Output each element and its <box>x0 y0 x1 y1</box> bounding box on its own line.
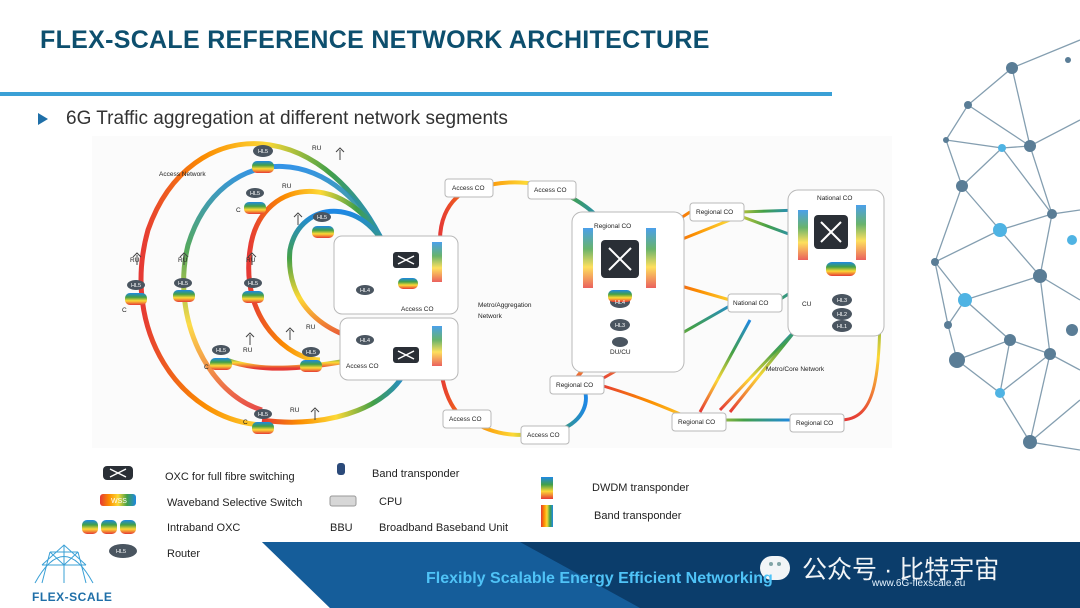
access-co-label-6: Access CO <box>346 363 379 370</box>
legend-oxc-icon <box>103 466 133 480</box>
legend-intraband-icon <box>82 520 136 534</box>
legend-cpu-icon <box>329 495 357 507</box>
legend-band-transponder-icon-2 <box>541 505 553 527</box>
ru-label-2: RU <box>282 183 292 190</box>
regional-co-node-2 <box>549 375 605 395</box>
regional-co-node-3 <box>671 412 727 432</box>
metro-network-label-2: Network <box>478 313 503 320</box>
access-co-label-4: Access CO <box>527 432 560 439</box>
hl1-label: HL1 <box>837 324 847 330</box>
hl5-label-6: HL5 <box>248 281 258 287</box>
access-co-label-5: Access CO <box>401 306 434 313</box>
access-co-label-2: Access CO <box>534 187 567 194</box>
legend-bbu-text: Broadband Baseband Unit <box>379 522 509 534</box>
legend-wss-text: Waveband Selective Switch <box>167 497 303 509</box>
legend-oxc-text: OXC for full fibre switching <box>165 471 295 483</box>
hl5-label-9: HL5 <box>258 412 268 418</box>
c-label-3: C <box>204 364 209 371</box>
national-co-label-main: National CO <box>817 195 852 202</box>
regional-co-node-4 <box>789 413 845 433</box>
ru-label-1: RU <box>312 145 322 152</box>
ru-label-4: RU <box>178 257 188 264</box>
title-divider <box>0 92 832 96</box>
legend-router-text: Router <box>167 548 201 560</box>
legend-bbu-abbr: BBU <box>330 522 353 534</box>
footer-url: www.6G-flexscale.eu <box>872 578 966 589</box>
legend-band-transponder-icon <box>337 463 345 475</box>
hl5-label-5: HL5 <box>178 281 188 287</box>
antenna-icons <box>132 147 345 420</box>
regional-co-label-main: Regional CO <box>594 223 631 230</box>
oxc-switches <box>393 215 848 363</box>
legend-band-transponder-text-2: Band transponder <box>594 510 682 522</box>
legend-dwdm-text: DWDM transponder <box>592 482 690 494</box>
c-label-4: C <box>243 419 248 426</box>
hl5-label-8: HL5 <box>306 350 316 356</box>
access-co-node-2 <box>527 180 577 200</box>
bullet-text: 6G Traffic aggregation at different netw… <box>66 108 508 129</box>
legend-intraband-text: Intraband OXC <box>167 522 241 534</box>
flex-scale-logo-icon <box>34 544 94 584</box>
access-co-label-3: Access CO <box>449 416 482 423</box>
hl3-label-2: HL3 <box>615 323 625 329</box>
access-co-node-1 <box>444 178 494 198</box>
intraband-oxcs <box>125 161 856 434</box>
legend-band-transponder-text: Band transponder <box>372 468 460 480</box>
access-network-label: Access Network <box>159 171 206 178</box>
ru-label-3: RU <box>130 257 140 264</box>
footer-tagline: Flexibly Scalable Energy Efficient Netwo… <box>426 570 773 587</box>
hl3-label-3: HL3 <box>837 298 847 304</box>
globe-nodes <box>931 57 1078 449</box>
footer-band <box>262 542 1080 608</box>
transponders <box>432 205 866 366</box>
access-co-label-1: Access CO <box>452 185 485 192</box>
regional-co-label-2: Regional CO <box>556 382 593 389</box>
watermark-text: 公众号 · 比特宇宙 <box>802 556 1000 584</box>
hl5-label-4: HL5 <box>131 283 141 289</box>
regional-co-label-1: Regional CO <box>696 209 733 216</box>
ru-label-5: RU <box>246 257 256 264</box>
hl5-label-2: HL5 <box>250 191 260 197</box>
legend-cpu-text: CPU <box>379 496 403 508</box>
du-cu-label: DU/CU <box>610 349 631 356</box>
legend-router-icon-label: HL5 <box>116 549 126 555</box>
hl4-label-2: HL4 <box>360 338 370 344</box>
cu-label: CU <box>802 301 812 308</box>
metro-network-label-1: Metro/Aggregation <box>478 302 532 309</box>
hl5-label-1: HL5 <box>258 149 268 155</box>
c-label-2: C <box>122 307 127 314</box>
bullet-point: 6G Traffic aggregation at different netw… <box>38 108 508 130</box>
hl2-label: HL2 <box>837 312 847 318</box>
regional-co-label-4: Regional CO <box>796 420 833 427</box>
legend-wss-icon: WSS <box>100 494 136 506</box>
legend-dwdm-icon <box>541 477 553 499</box>
flex-scale-logo-text: FLEX-SCALE <box>32 590 113 604</box>
wechat-icon <box>760 556 790 580</box>
bullet-triangle-icon <box>38 113 48 125</box>
national-co-node <box>727 293 783 313</box>
regional-co-node-1 <box>689 202 745 222</box>
hl3-label-1: HL4 <box>615 300 625 306</box>
ru-label-6: RU <box>306 324 316 331</box>
page-title: FLEX-SCALE REFERENCE NETWORK ARCHITECTUR… <box>40 26 710 54</box>
legend-router-icon: HL5 <box>109 544 137 558</box>
c-label-1: C <box>236 207 241 214</box>
globe-decoration <box>934 39 1080 451</box>
hl5-label-3: HL5 <box>317 215 327 221</box>
regional-co-label-3: Regional CO <box>678 419 715 426</box>
ru-label-7: RU <box>243 347 253 354</box>
access-co-node-4 <box>520 425 570 445</box>
metro-core-label: Metro/Core Network <box>766 366 825 373</box>
legend-wss-icon-label: WSS <box>111 498 127 505</box>
hl5-label-7: HL5 <box>216 348 226 354</box>
national-co-label-1: National CO <box>733 300 768 307</box>
watermark: 公众号 · 比特宇宙 <box>760 550 999 586</box>
access-co-node-3 <box>442 409 492 429</box>
ru-label-8: RU <box>290 407 300 414</box>
hl4-label-1: HL4 <box>360 288 370 294</box>
